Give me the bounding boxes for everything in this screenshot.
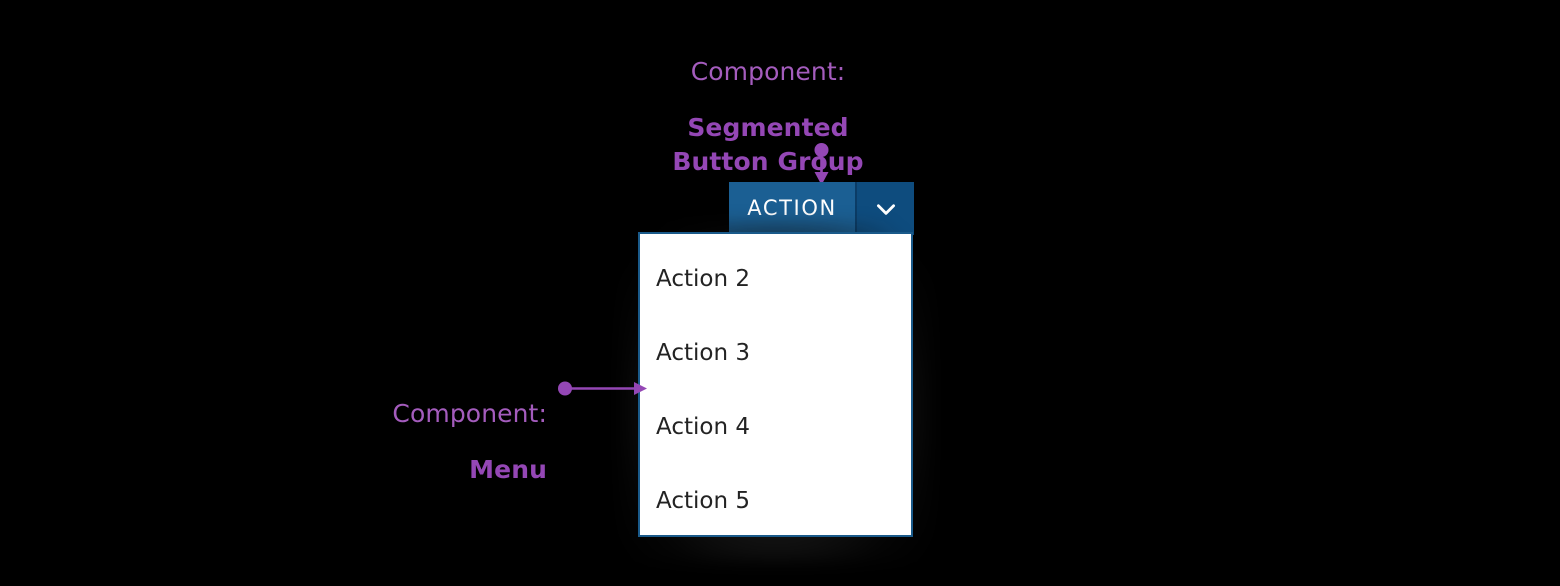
annotation-value: Menu — [469, 454, 547, 484]
menu-item[interactable]: Action 2 — [656, 266, 750, 292]
annotation-label: Component: — [392, 398, 547, 428]
connector-arrowhead — [634, 382, 647, 395]
chevron-down-icon — [876, 203, 895, 215]
menu-item[interactable]: Action 5 — [656, 488, 750, 514]
menu-list: Action 2 Action 3 Action 4 Action 5 — [640, 234, 911, 535]
annotation-label: Component: — [690, 56, 846, 86]
connector-line-segmented-button-group — [814, 143, 829, 185]
annotation-value: Segmented Button Group — [672, 112, 863, 176]
menu-item[interactable]: Action 3 — [656, 340, 750, 366]
connector-arrowhead — [814, 172, 829, 185]
connector-line-menu — [558, 381, 647, 396]
segmented-divider — [855, 182, 857, 235]
action-menu[interactable]: Action 2 Action 3 Action 4 Action 5 — [638, 232, 913, 537]
annotation-segmented-button-group: Component: Segmented Button Group — [608, 33, 928, 200]
annotation-menu: Component: Menu — [247, 375, 547, 508]
menu-item[interactable]: Action 4 — [656, 414, 750, 440]
